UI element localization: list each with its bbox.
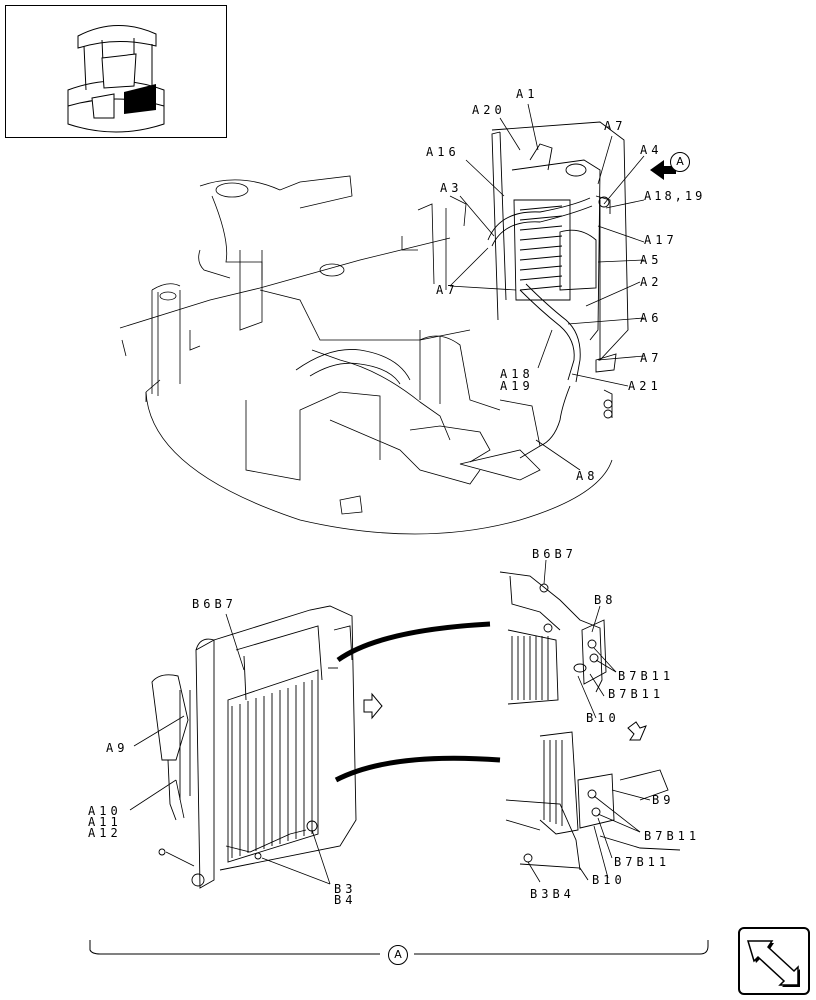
view-arrow-icon — [363, 692, 383, 720]
callout-A18-19: A18,19 — [644, 189, 706, 203]
view-a-marker: A — [670, 152, 690, 172]
callout-A20: A20 — [472, 103, 506, 117]
radiator-upper-drawing — [487, 121, 629, 447]
callout-A6: A6 — [640, 311, 663, 325]
callout-A17: A17 — [644, 233, 678, 247]
callout-B6B7: B6B7 — [192, 597, 237, 611]
detail-lower-drawing — [505, 731, 681, 881]
callout-B3: B3 — [334, 882, 357, 896]
upper-leader-lines — [449, 103, 645, 471]
callout-A10-A12: A10 A11 A12 — [88, 804, 122, 840]
callout-B7B11-a: B7B11 — [618, 669, 675, 683]
upper-frame-drawing — [119, 175, 613, 535]
callout-B3B4-detail: B3B4 — [530, 887, 575, 901]
navigation-button[interactable] — [738, 927, 810, 995]
callout-A18: A18 — [500, 367, 534, 381]
callout-B7B11-b: B7B11 — [608, 687, 665, 701]
callout-A10: A10 — [88, 804, 122, 818]
callout-A12: A12 — [88, 826, 122, 840]
callout-A1: A1 — [516, 87, 539, 101]
callout-A8: A8 — [576, 469, 599, 483]
hose-upper — [336, 621, 491, 663]
callout-B10-upper: B10 — [586, 711, 620, 725]
callout-B10-lower: B10 — [592, 873, 626, 887]
callout-A11: A11 — [88, 815, 122, 829]
callout-A7-bottom: A7 — [640, 351, 663, 365]
callout-A9: A9 — [106, 741, 129, 755]
callout-A19: A19 — [500, 379, 534, 393]
callout-B9: B9 — [652, 793, 675, 807]
callout-B8: B8 — [594, 593, 617, 607]
excavator-thumbnail-icon — [67, 25, 165, 133]
callout-A3: A3 — [440, 181, 463, 195]
machine-thumbnail — [5, 5, 227, 138]
detail-upper-drawing — [499, 571, 607, 705]
callout-B6B7-detail: B6B7 — [532, 547, 577, 561]
view-a-marker-bottom: A — [388, 945, 408, 965]
callout-B7B11-c: B7B11 — [644, 829, 701, 843]
radiator-lower-left-drawing — [151, 605, 357, 889]
callout-A2: A2 — [640, 275, 663, 289]
callout-A16: A16 — [426, 145, 460, 159]
lower-leader-lines — [129, 559, 651, 885]
callout-B3-B4: B3 B4 — [334, 882, 357, 907]
callout-A5: A5 — [640, 253, 663, 267]
callout-A21: A21 — [628, 379, 662, 393]
callout-B4: B4 — [334, 893, 357, 907]
callout-A4: A4 — [640, 143, 663, 157]
return-arrow-icon — [746, 940, 800, 987]
view-a-bracket — [89, 940, 709, 955]
callout-B7B11-d: B7B11 — [614, 855, 671, 869]
callout-A7-left: A7 — [436, 283, 459, 297]
callout-A7: A7 — [604, 119, 627, 133]
view-direction-arrow — [650, 160, 676, 180]
hose-lower — [334, 755, 501, 783]
view-arrow-icon-2 — [627, 721, 647, 741]
